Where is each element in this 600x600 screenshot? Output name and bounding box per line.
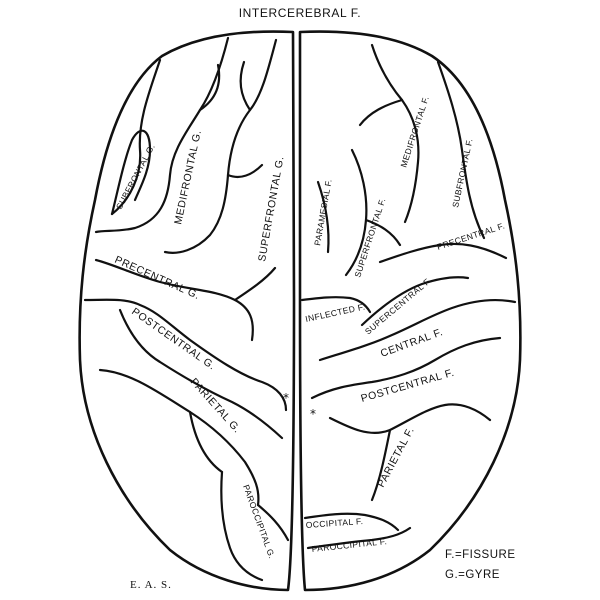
label-supercentral-f: SUPERCENTRAL F. [363, 275, 433, 336]
right-postcentral-fissure [310, 336, 502, 400]
right-inflected-fissure [300, 296, 372, 314]
artist-signature: E. A. S. [130, 579, 172, 591]
label-postcentral-g: POSTCENTRAL G. [129, 306, 217, 373]
left-subfrontal-gyre-outline [110, 129, 152, 216]
diagram-title: INTERCEREBRAL F. [239, 6, 362, 20]
right-central-fissure [318, 298, 517, 362]
right-supercentral-fissure [360, 276, 470, 327]
right-subfrontal-fissure [436, 60, 486, 240]
label-paroccipital-f: PAROCCIPITAL F. [311, 536, 387, 554]
label-superfrontal-f: SUPERFRONTAL F. [352, 197, 387, 279]
left-superfrontal-branch-2 [226, 163, 264, 179]
left-occipital-fissure [256, 503, 290, 542]
right-parietal-fissure [328, 403, 492, 434]
left-medifrontal-fissure [94, 36, 230, 234]
left-subfrontal-fissure [110, 58, 162, 216]
label-precentral-g: PRECENTRAL G. [113, 254, 202, 302]
left-parietal-branch [188, 410, 224, 474]
label-parietal-f: PARIETAL F. [375, 425, 417, 489]
right-precentral-fissure [378, 242, 508, 264]
right-occipital-fissure [303, 512, 400, 532]
left-precentral-fissure [94, 258, 254, 342]
right-medifrontal-fissure [370, 43, 420, 224]
left-star-marker: * [283, 391, 289, 405]
right-parietal-branch [370, 428, 392, 502]
left-parietal-fissure [98, 368, 260, 507]
label-central-f: CENTRAL F. [379, 326, 445, 360]
left-central-fissure [83, 298, 288, 412]
right-medifrontal-branch [358, 98, 404, 127]
left-medifrontal-branch [198, 63, 221, 112]
left-hemisphere-outline [78, 30, 296, 592]
left-precentral-branch [233, 266, 277, 302]
label-medifrontal-g: MEDIFRONTAL G. [172, 129, 204, 226]
label-parietal-g: PARIETAL G. [188, 376, 243, 436]
left-paroccipital-fissure [220, 470, 264, 582]
left-superfrontal-branch [239, 60, 252, 112]
label-medifrontal-f: MEDIFRONTAL F. [398, 95, 431, 169]
label-inflected-f: INFLECTED F. [304, 301, 366, 323]
label-paramesial-f: PARAMESIAL F. [312, 178, 334, 246]
right-hemisphere-outline [298, 30, 522, 592]
right-paramesial-fissure [316, 180, 330, 254]
legend-fissure: F.=FISSURE [445, 549, 516, 561]
label-superfrontal-g: SUPERFRONTAL G. [256, 155, 286, 262]
right-paroccipital-fissure [306, 526, 412, 550]
label-precentral-f: PRECENTRAL F. [436, 220, 507, 251]
legend-gyre: G.=GYRE [445, 569, 500, 581]
left-postcentral-fissure [118, 308, 284, 440]
label-occipital-f: OCCIPITAL F. [305, 516, 363, 530]
right-star-marker: * [310, 407, 316, 421]
right-superfrontal-branch [364, 218, 402, 247]
